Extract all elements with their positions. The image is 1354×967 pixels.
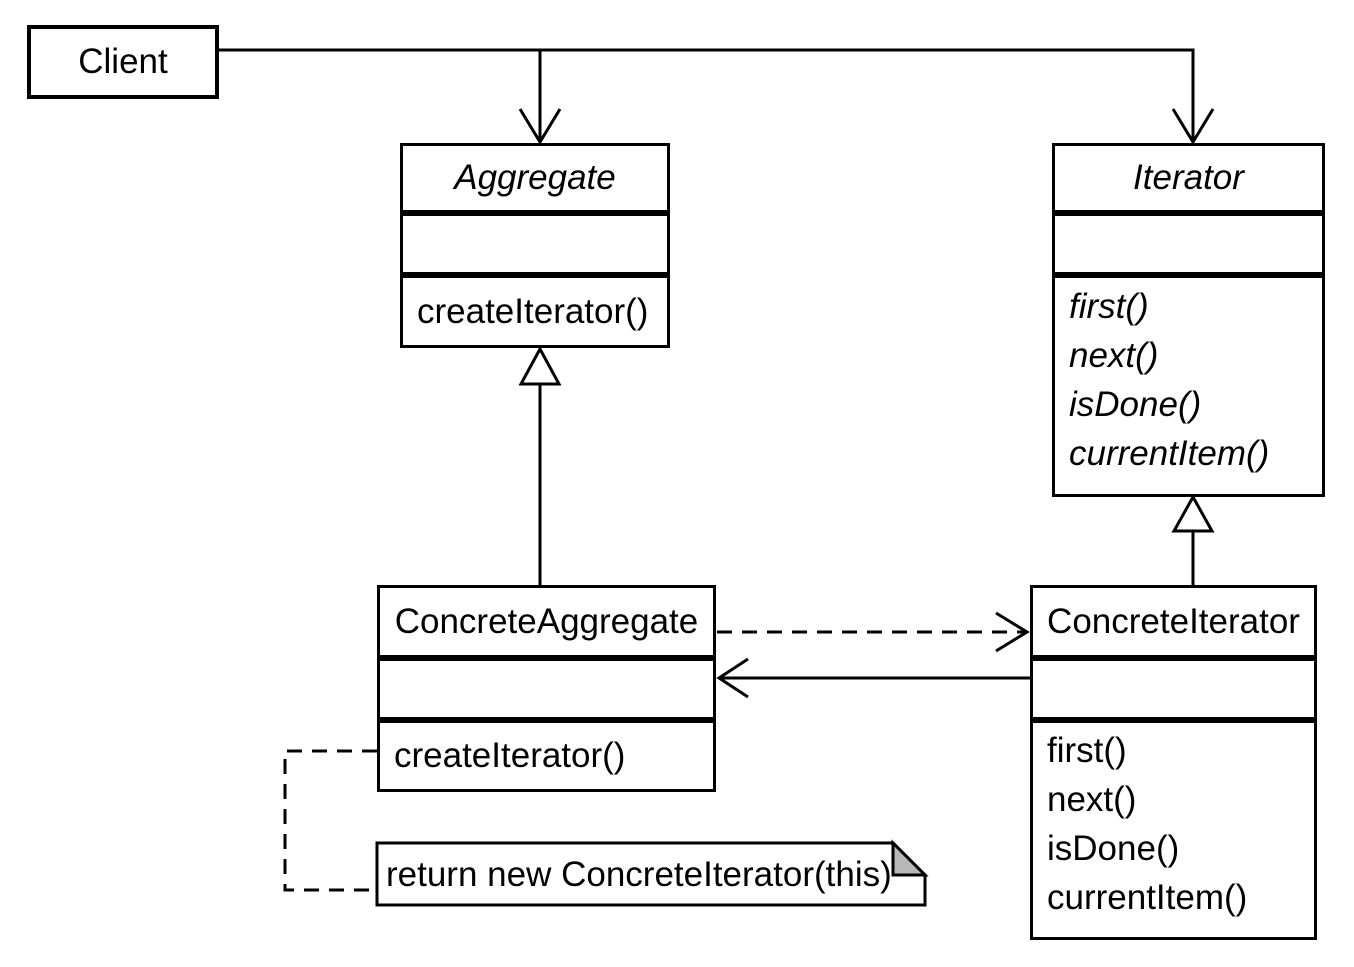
generalization-triangle-aggregate-icon: [518, 345, 562, 386]
note-anchor-dashed-line: [283, 749, 377, 892]
method-isdone: isDone(): [1069, 385, 1202, 424]
class-concrete-iterator-name: ConcreteIterator: [1033, 588, 1314, 661]
method-first: first(): [1069, 287, 1149, 326]
arrowhead-into-aggregate-icon: [518, 108, 562, 145]
class-iterator: Iterator first() next() isDone() current…: [1052, 143, 1325, 497]
class-aggregate-name: Aggregate: [403, 146, 667, 216]
class-iterator-name: Iterator: [1055, 146, 1322, 216]
class-concrete-aggregate-methods: createIterator(): [380, 723, 713, 789]
class-concrete-iterator-attributes: [1033, 661, 1314, 723]
class-aggregate-methods: createIterator(): [403, 278, 667, 345]
class-iterator-methods: first() next() isDone() currentItem(): [1055, 278, 1322, 494]
arrowhead-into-iterator-icon: [1171, 108, 1215, 145]
class-aggregate-attributes: [403, 216, 667, 278]
class-concrete-aggregate-name: ConcreteAggregate: [380, 588, 713, 661]
method-create-iterator: createIterator(): [417, 291, 649, 331]
class-concrete-aggregate-attributes: [380, 661, 713, 723]
method-isdone: isDone(): [1047, 829, 1180, 868]
client-label: Client: [78, 42, 168, 81]
arrowhead-into-concrete-iterator-icon: [995, 611, 1030, 653]
method-currentitem: currentItem(): [1069, 434, 1270, 473]
class-client: Client: [27, 25, 219, 99]
class-concrete-iterator: ConcreteIterator first() next() isDone()…: [1030, 585, 1317, 940]
class-iterator-attributes: [1055, 216, 1322, 278]
method-currentitem: currentItem(): [1047, 878, 1248, 917]
class-concrete-aggregate: ConcreteAggregate createIterator(): [377, 585, 716, 792]
class-concrete-iterator-methods: first() next() isDone() currentItem(): [1033, 723, 1314, 937]
client-association-line: [219, 48, 1195, 141]
method-first: first(): [1047, 731, 1127, 770]
arrowhead-into-concrete-aggregate-icon: [716, 657, 749, 699]
method-next: next(): [1069, 336, 1159, 375]
generalization-triangle-iterator-icon: [1171, 493, 1215, 533]
class-aggregate: Aggregate createIterator(): [400, 143, 670, 348]
note-text: return new ConcreteIterator(this): [386, 854, 892, 894]
method-next: next(): [1047, 780, 1137, 819]
method-create-iterator: createIterator(): [394, 736, 626, 775]
